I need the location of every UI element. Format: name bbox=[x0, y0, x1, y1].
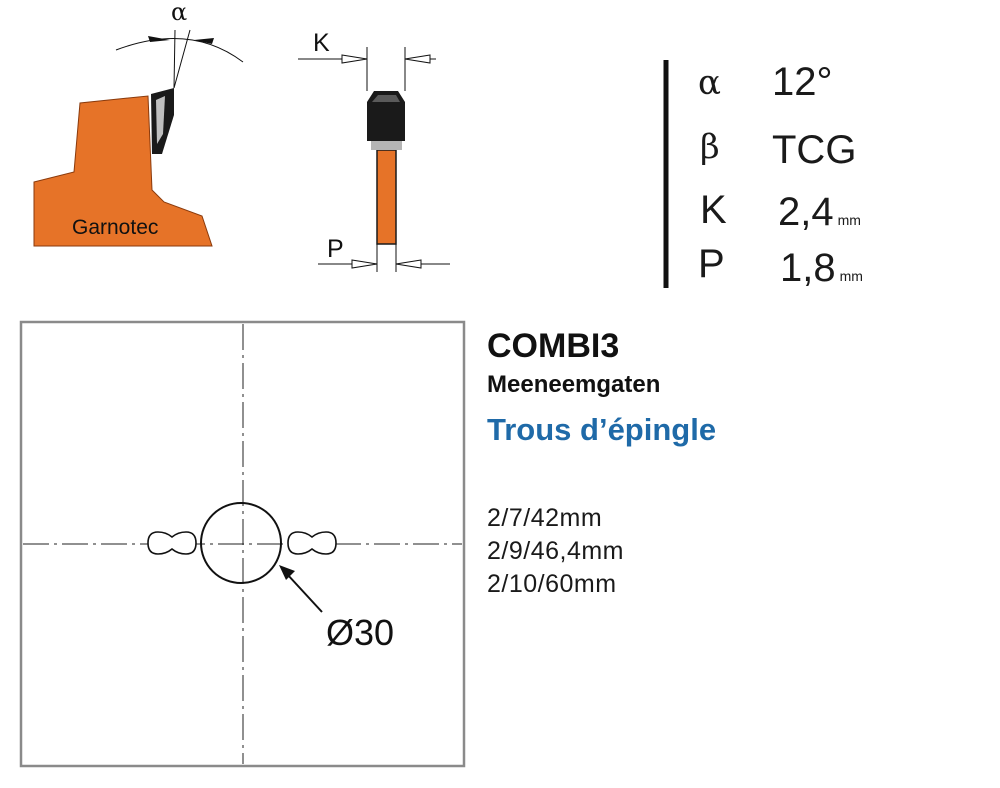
plate-arrow-left bbox=[351, 259, 378, 269]
pin-hole-list: 2/7/42mm 2/9/46,4mm 2/10/60mm bbox=[487, 502, 624, 601]
plate-arrow-right bbox=[395, 259, 422, 269]
angle-arc bbox=[115, 37, 244, 63]
spec-k-symbol: K bbox=[700, 188, 727, 232]
plate-label: P bbox=[327, 235, 344, 263]
blade-cross-section: K P bbox=[298, 29, 450, 272]
spec-k-unit: mm bbox=[837, 212, 861, 228]
angle-symbol: α bbox=[171, 0, 187, 26]
bore-label: Ø30 bbox=[326, 612, 394, 653]
tooth-profile: Garnotec α bbox=[33, 0, 244, 247]
pin-hole-spec: 2/10/60mm bbox=[487, 570, 617, 598]
subtitle-dutch: Meeneemgaten bbox=[487, 371, 661, 398]
angle-arrow-right bbox=[194, 38, 214, 44]
spec-k-value: 2,4 bbox=[778, 190, 834, 234]
brand-label: Garnotec bbox=[72, 216, 158, 239]
bore-circle bbox=[200, 502, 282, 584]
tooth-tip-highlight bbox=[372, 95, 400, 102]
pin-hole-spec: 2/9/46,4mm bbox=[487, 537, 625, 565]
spec-alpha-value: 12° bbox=[772, 60, 833, 104]
tooth-shoulder bbox=[371, 140, 402, 150]
spec-beta-symbol: β bbox=[700, 127, 720, 167]
spec-p-value: 1,8 bbox=[780, 246, 836, 290]
bore-leader-arrow bbox=[279, 565, 295, 580]
kerf-arrow-right bbox=[404, 54, 431, 64]
angle-line-vertical bbox=[173, 29, 176, 89]
spec-p-symbol: P bbox=[698, 242, 725, 286]
saw-body bbox=[33, 95, 213, 247]
subtitle-french: Trous d’épingle bbox=[487, 412, 717, 447]
pin-hole-left bbox=[147, 531, 197, 555]
carbide-highlight bbox=[156, 96, 165, 144]
spec-alpha-symbol: α bbox=[698, 63, 721, 103]
pin-hole-spec: 2/7/42mm bbox=[487, 504, 603, 532]
bore-leader-line bbox=[286, 573, 323, 613]
pin-hole-right bbox=[287, 531, 337, 555]
kerf-label: K bbox=[313, 29, 330, 57]
spec-p-unit: mm bbox=[839, 268, 863, 284]
product-name: COMBI3 bbox=[487, 327, 620, 365]
bore-drawing: Ø30 bbox=[19, 320, 466, 768]
blade-plate bbox=[376, 149, 397, 245]
spec-beta-value: TCG bbox=[772, 128, 857, 172]
angle-arrow-left bbox=[148, 36, 170, 42]
kerf-arrow-left bbox=[341, 54, 368, 64]
tooth-tip-section bbox=[367, 91, 405, 141]
